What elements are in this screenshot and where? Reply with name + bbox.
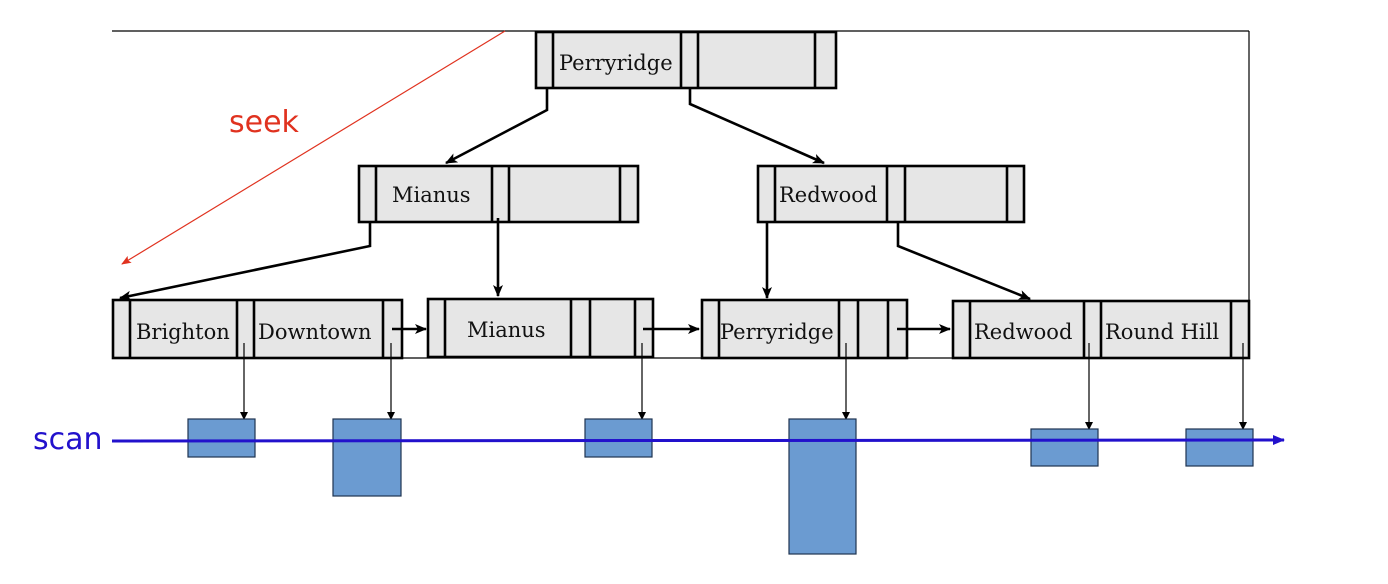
leaf-1-key-2: Downtown — [258, 320, 372, 344]
data-record-6 — [1185, 428, 1254, 467]
leaf-node-3: Perryridge — [700, 298, 909, 360]
internal-node-right: Redwood — [756, 164, 1026, 224]
leaf-2-key-1: Mianus — [467, 318, 546, 342]
leaf-3-key-1: Perryridge — [720, 320, 834, 344]
internal-node-left: Mianus — [357, 164, 640, 224]
leaf-node-1: Brighton Downtown — [111, 298, 404, 360]
internal-right-to-leaf4-pointer — [896, 222, 1031, 301]
data-record-5 — [1030, 428, 1099, 467]
internal-left-to-leaf1-pointer — [119, 222, 372, 301]
internal-left-key: Mianus — [392, 183, 471, 207]
internal-right-key: Redwood — [779, 183, 877, 207]
leaf-node-2: Mianus — [426, 297, 655, 359]
scan-label: scan — [33, 422, 103, 457]
leaf-node-4: Redwood Round Hill — [951, 299, 1251, 360]
leaf-4-key-2: Round Hill — [1105, 320, 1219, 344]
seek-arrow — [121, 30, 506, 265]
root-to-left-pointer — [445, 88, 549, 165]
scan-arrow — [111, 435, 1285, 446]
root-to-right-pointer — [688, 88, 825, 165]
data-record-3 — [584, 418, 653, 458]
seek-label: seek — [229, 105, 300, 140]
data-record-1 — [187, 418, 256, 458]
root-key: Perryridge — [559, 51, 673, 75]
leaf-4-key-1: Redwood — [974, 320, 1072, 344]
leaf-1-key-1: Brighton — [136, 320, 230, 344]
data-record-2 — [332, 418, 402, 497]
root-node: Perryridge — [534, 30, 838, 90]
